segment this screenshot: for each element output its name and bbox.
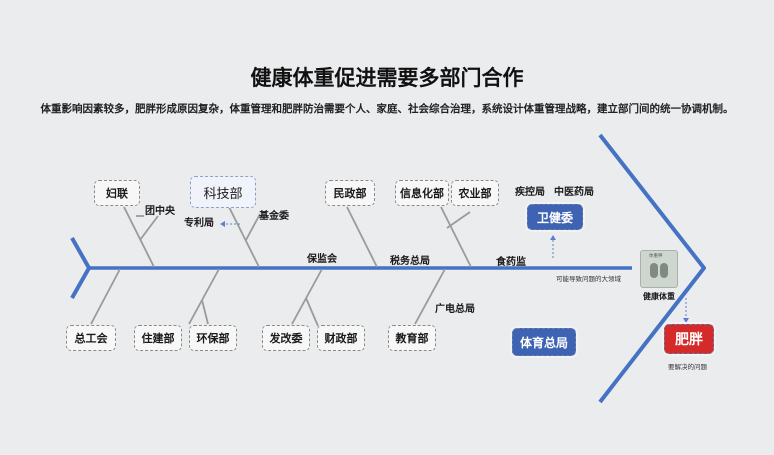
twig-zhuanliju xyxy=(139,215,159,241)
bone-bottom-2 xyxy=(188,268,220,325)
box-minzheng: 民政部 xyxy=(325,180,375,206)
box-caizheng: 财政部 xyxy=(317,325,365,351)
box-feipang: 肥胖 xyxy=(664,324,714,354)
fish-tail xyxy=(70,237,91,299)
label-shuiwu: 税务总局 xyxy=(390,256,430,267)
bone-bottom-4 xyxy=(414,268,446,325)
right-foot-icon xyxy=(660,263,668,278)
box-nongye: 农业部 xyxy=(451,180,499,206)
box-weijian: 卫健委 xyxy=(527,204,583,230)
box-xinxihua: 信息化部 xyxy=(395,180,449,206)
label-guangdian: 广电总局 xyxy=(435,304,475,315)
page-title: 健康体重促进需要多部门合作 xyxy=(250,66,524,90)
box-fagai: 发改委 xyxy=(262,325,310,351)
scale-caption: 健康体重 xyxy=(643,292,675,301)
arrowhead-keji xyxy=(220,221,225,227)
label-jijinwei: 基金委 xyxy=(259,211,289,222)
label-shiyaojian: 食药监 xyxy=(496,257,526,268)
scale-icon: 体重秤 xyxy=(640,250,678,288)
label-baojianhui: 保监会 xyxy=(307,254,337,265)
twig-shuiwu xyxy=(446,211,471,229)
fish-head xyxy=(598,133,706,404)
box-huanbao: 环保部 xyxy=(189,325,237,351)
label-zhuanliju: 专利局 xyxy=(184,218,214,229)
twig-caizheng xyxy=(305,297,319,327)
label-zhongyiyao: 中医药局 xyxy=(554,187,594,198)
note-lead: 可能导致问题的大领域 xyxy=(556,275,621,283)
left-foot-icon xyxy=(650,263,658,278)
label-jikongju: 疾控局 xyxy=(515,187,545,198)
note-solve: 要解决的问题 xyxy=(668,363,707,371)
arrowhead-feipang xyxy=(683,318,689,323)
bone-bottom-1 xyxy=(90,268,121,325)
box-jiaoyu: 教育部 xyxy=(388,325,436,351)
bone-top-3 xyxy=(346,206,378,268)
page-subtitle: 体重影响因素较多，肥胖形成原因复杂，体重管理和肥胖防治需要个人、家庭、社会综合治… xyxy=(40,103,734,115)
scale-text: 体重秤 xyxy=(649,254,663,259)
label-tuanzhongyang: 团中央 xyxy=(145,206,175,217)
bone-top-1 xyxy=(123,206,155,268)
box-zonggonghui: 总工会 xyxy=(66,325,116,351)
bone-top-4 xyxy=(440,206,472,268)
arrowhead-weijian xyxy=(550,235,556,240)
box-tiyu: 体育总局 xyxy=(512,328,576,356)
twig-huanbao xyxy=(201,299,209,325)
box-fulian: 妇联 xyxy=(94,180,140,206)
box-keji: 科技部 xyxy=(190,176,256,208)
bone-top-2 xyxy=(228,206,260,268)
bone-bottom-3 xyxy=(291,268,323,325)
twig-jijinwei xyxy=(245,213,261,241)
box-zhujian: 住建部 xyxy=(134,325,182,351)
